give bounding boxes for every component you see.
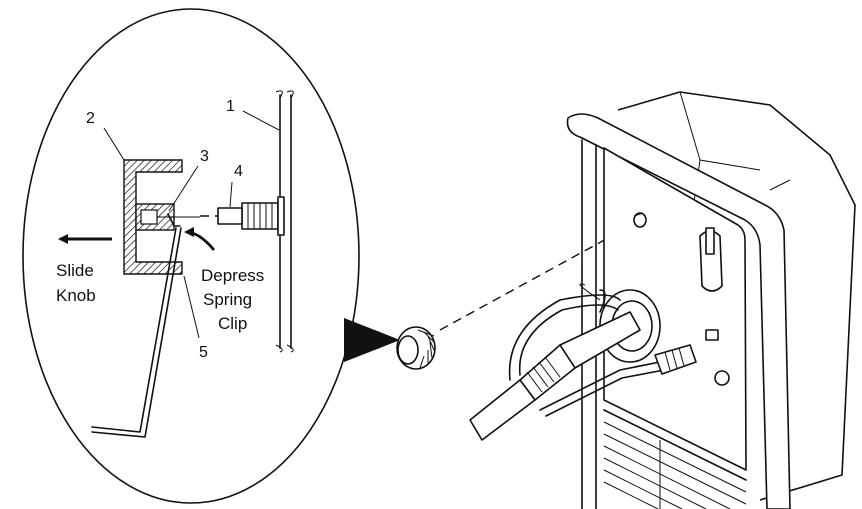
panel-small-knob [714,370,730,386]
depress-arrow [184,227,216,251]
leader-1 [242,110,280,131]
gas-hose [539,344,697,417]
slide-knob-label-line2: Knob [56,286,96,305]
leader-2 [103,127,125,161]
leader-5 [183,275,200,339]
slide-knob-label-line1: Slide [56,261,94,280]
removed-knob [396,326,436,370]
detail-view: 1 2 3 4 5 Slide Knob Depress Spring Clip [22,8,400,504]
depress-label-line3: Clip [218,314,247,333]
control-shaft-stub [633,212,647,228]
alignment-dashed-line [439,225,631,331]
panel-receptacle [705,329,719,341]
callout-3: 3 [200,148,209,165]
spring-clip [167,213,181,227]
depress-label-line1: Depress [201,266,264,285]
ventilation-grille [603,409,747,509]
leader-4 [229,181,233,208]
callout-2: 2 [86,110,95,127]
control-shaft-bushing [200,196,285,236]
knob-cross-section [123,159,200,275]
power-switch [699,227,723,292]
callout-4: 4 [234,163,243,180]
front-bezel-frame [566,113,791,509]
callout-1: 1 [226,98,235,115]
hex-key-tool [91,227,182,438]
leader-3 [168,165,199,212]
detail-ellipse-outline [22,8,360,504]
torch-cable [469,289,641,441]
detail-pointer-wedge [344,318,400,362]
welder-unit [469,91,856,509]
depress-label-line2: Spring [203,290,252,309]
callout-5: 5 [199,344,208,361]
